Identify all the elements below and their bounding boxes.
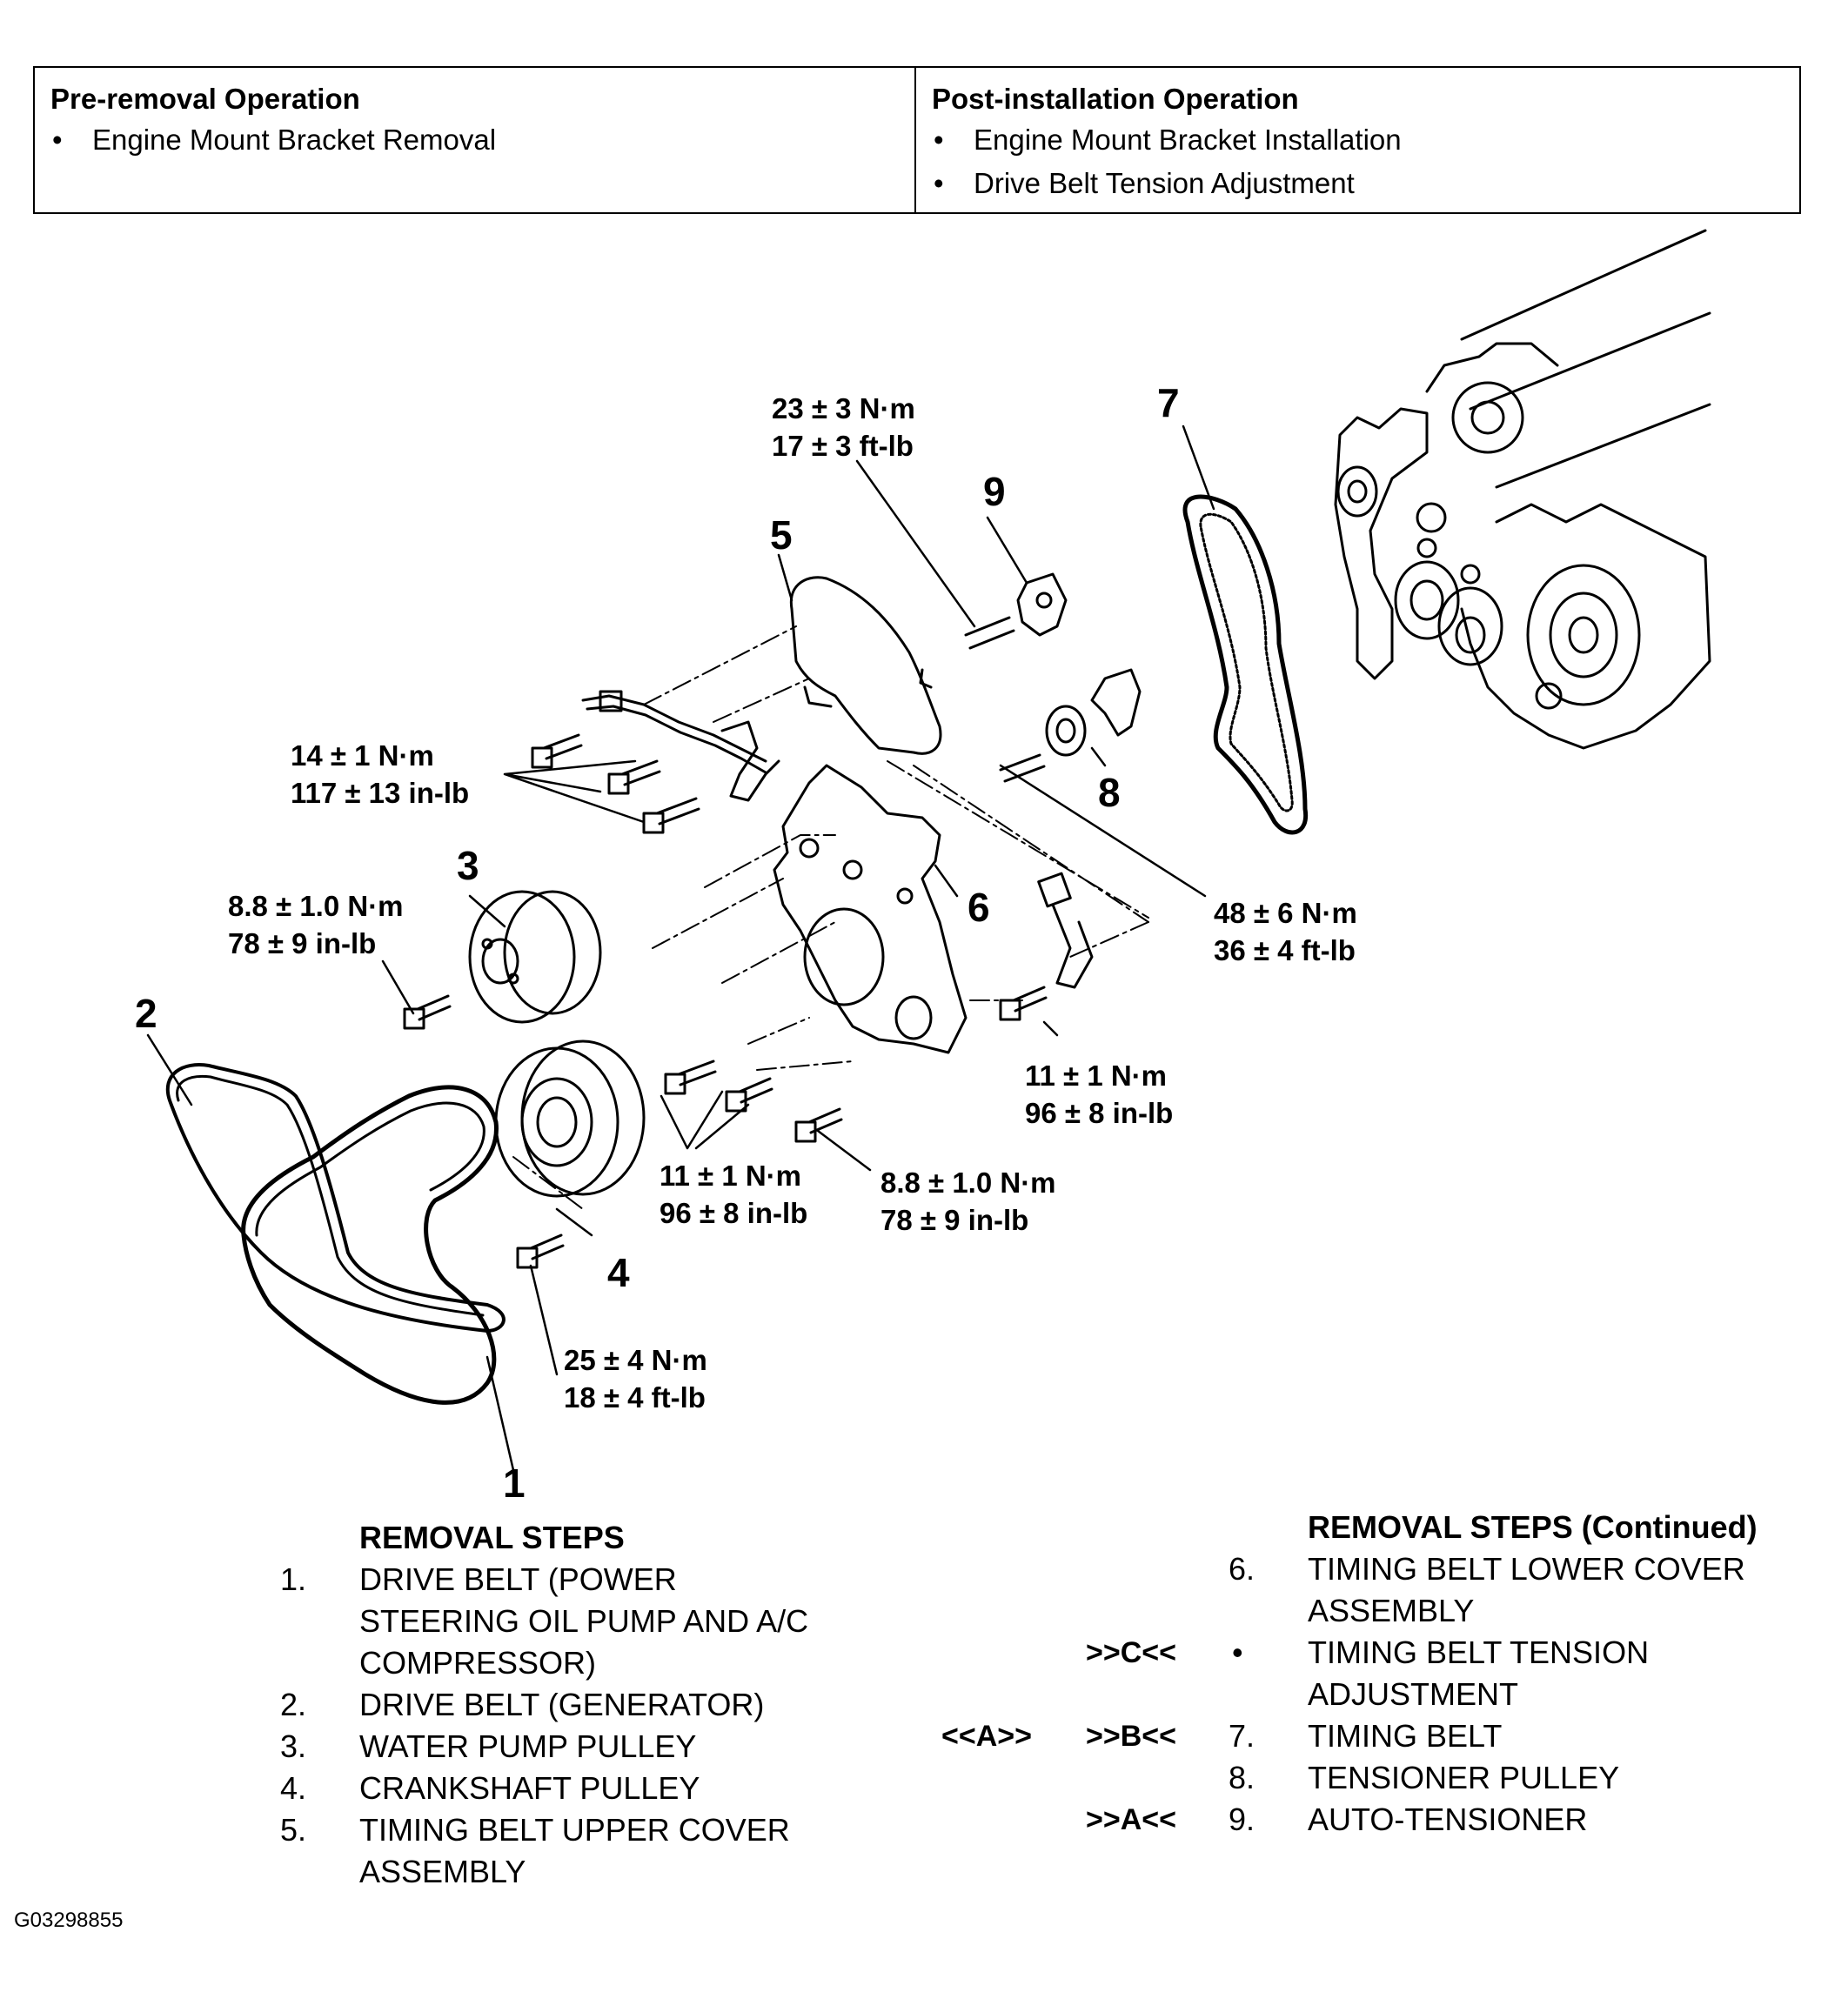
part-number-9: 9	[983, 469, 1006, 514]
engine-block-drawing	[1334, 229, 1711, 750]
pre-removal-item: Engine Mount Bracket Removal	[50, 118, 899, 162]
exploded-diagram: 7 9 5 8 3 6 2 4 1 23 ± 3 N·m 17 ± 3 ft-l…	[135, 229, 1711, 1506]
install-code: >>B<<	[1086, 1720, 1176, 1753]
part-number-2: 2	[135, 991, 157, 1036]
lower-cover-drawing	[773, 764, 968, 1054]
pre-removal-title: Pre-removal Operation	[50, 83, 360, 115]
removal-steps-title: REMOVAL STEPS	[359, 1520, 625, 1555]
install-code: >>C<<	[1086, 1636, 1176, 1669]
torque-label: 11 ± 1 N·m 96 ± 8 in-lb	[1025, 1060, 1174, 1129]
timing-belt-drawing	[1182, 494, 1309, 835]
water-pump-pulley-drawing	[468, 890, 602, 1024]
part-number-5: 5	[770, 512, 793, 558]
install-code: >>A<<	[1086, 1803, 1176, 1836]
leader-lines	[146, 424, 1215, 1472]
crankshaft-pulley-drawing	[494, 1039, 646, 1198]
diagram-drawing	[146, 229, 1711, 1472]
part-number-1: 1	[503, 1461, 526, 1506]
part-number-6: 6	[968, 885, 990, 930]
torque-label: 23 ± 3 N·m 17 ± 3 ft-lb	[772, 392, 915, 462]
torque-label: 48 ± 6 N·m 36 ± 4 ft-lb	[1214, 897, 1357, 966]
drive-belt-drawing	[165, 1063, 506, 1405]
post-installation-column: Post-installation Operation Engine Mount…	[916, 68, 1799, 212]
auto-tensioner-drawing	[964, 572, 1068, 650]
sensor-drawing	[1037, 872, 1094, 989]
torque-label: 14 ± 1 N·m 117 ± 13 in-lb	[291, 739, 470, 809]
pre-removal-column: Pre-removal Operation Engine Mount Brack…	[35, 68, 916, 212]
torque-label: 8.8 ± 1.0 N·m 78 ± 9 in-lb	[880, 1166, 1056, 1236]
figure-id: G03298855	[14, 1908, 124, 1932]
part-number-7: 7	[1157, 380, 1180, 425]
removal-code: <<A>>	[941, 1720, 1032, 1753]
torque-label: 8.8 ± 1.0 N·m 78 ± 9 in-lb	[228, 890, 404, 959]
assembly-lines	[512, 625, 1149, 1210]
part-number-3: 3	[457, 843, 479, 888]
post-installation-item: Drive Belt Tension Adjustment	[932, 162, 1784, 205]
upper-cover-drawing	[789, 576, 942, 755]
part-number-4: 4	[607, 1250, 630, 1295]
torque-label: 25 ± 4 N·m 18 ± 4 ft-lb	[564, 1344, 707, 1414]
wiring-harness-drawing	[581, 690, 780, 802]
torque-label: 11 ± 1 N·m 96 ± 8 in-lb	[660, 1160, 808, 1229]
post-installation-title: Post-installation Operation	[932, 83, 1299, 115]
part-number-8: 8	[1098, 770, 1121, 815]
post-installation-item: Engine Mount Bracket Installation	[932, 118, 1784, 162]
operations-table: Pre-removal Operation Engine Mount Brack…	[33, 66, 1801, 214]
bolt-drawings	[403, 733, 1048, 1269]
tensioner-pulley-drawing	[999, 668, 1142, 783]
